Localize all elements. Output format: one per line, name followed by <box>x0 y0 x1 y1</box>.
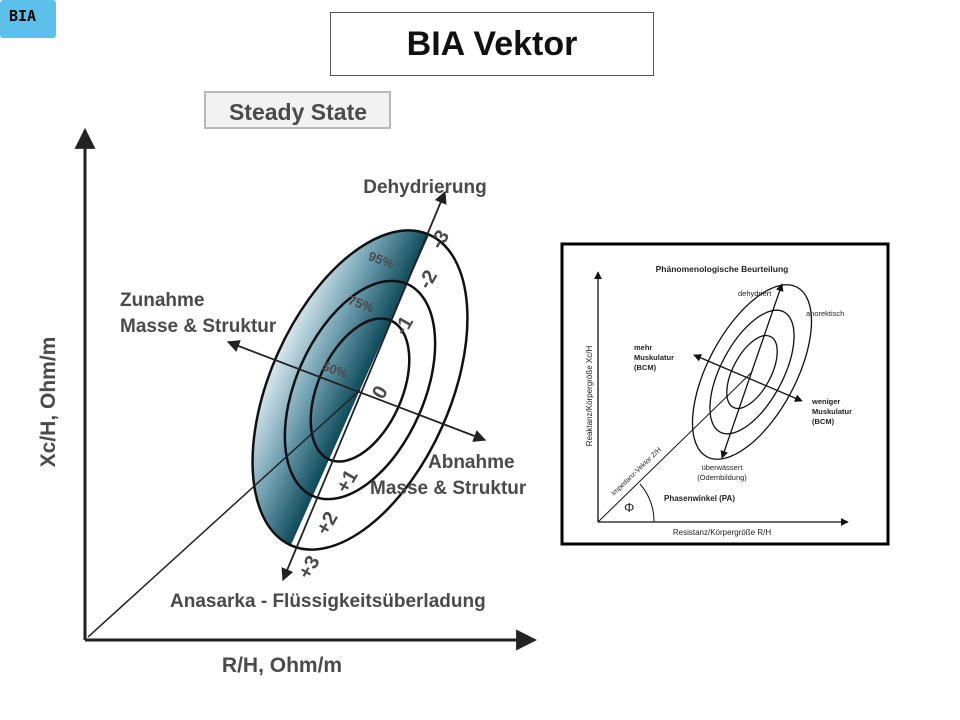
bia-tag-label: BIA <box>9 7 37 25</box>
less-muscle-line2: Muskulatur <box>812 407 852 416</box>
scale-plus-2: +2 <box>312 508 342 539</box>
title-box: BIA Vektor <box>330 12 654 76</box>
steady-state-label: Steady State <box>229 99 367 125</box>
right-y-axis-label: Reaktanz/Körpergröße Xc/H <box>585 346 594 447</box>
less-muscle-line1: weniger <box>811 397 840 406</box>
more-muscle-line1: mehr <box>634 343 652 352</box>
anorectic-label: anorektisch <box>806 309 844 318</box>
scale-minus-2: -2 <box>414 266 442 292</box>
anasarka-label: Anasarka - Flüssigkeitsüberladung <box>170 591 486 612</box>
more-muscle-line2: Muskulatur <box>634 353 674 362</box>
less-muscle-line3: (BCM) <box>812 417 835 426</box>
right-x-axis-label: Resistanz/Körpergröße R/H <box>673 528 771 537</box>
steady-state-box <box>204 91 391 129</box>
dehydration-label: Dehydrierung <box>363 177 487 198</box>
overhydrated-line1: überwässert <box>702 463 744 472</box>
gain-label-line1: Zunahme <box>120 290 204 311</box>
phi-symbol: Φ <box>624 500 634 515</box>
scale-minus-1: -1 <box>390 312 418 338</box>
scale-zero: 0 <box>368 382 393 403</box>
right-diagram: Phänomenologische Beurteilung Reaktanz/K… <box>560 242 890 546</box>
scale-minus-3: -3 <box>426 226 454 252</box>
dehydrated-label: dehydriert <box>738 289 772 298</box>
loss-label-line1: Abnahme <box>428 452 515 473</box>
mass-structure-axis <box>226 340 487 442</box>
phase-angle-arc <box>639 483 655 523</box>
overhydrated-line2: (Ödembildung) <box>697 473 747 482</box>
gain-label-line2: Masse & Struktur <box>120 316 277 337</box>
phase-angle-label: Phasenwinkel (PA) <box>664 494 735 503</box>
page-title: BIA Vektor <box>406 24 578 63</box>
left-diagram: Steady State Xc/H, Ohm/m R/H, Ohm/m Dehy… <box>37 91 538 677</box>
right-muscle-axis <box>693 354 803 402</box>
scale-plus-1: +1 <box>332 466 362 497</box>
x-axis-label: R/H, Ohm/m <box>222 654 342 677</box>
right-title: Phänomenologische Beurteilung <box>656 264 789 274</box>
scale-plus-3: +3 <box>294 552 324 583</box>
loss-label-line2: Masse & Struktur <box>370 478 527 499</box>
y-axis-label: Xc/H, Ohm/m <box>37 337 60 468</box>
more-muscle-line3: (BCM) <box>634 363 657 372</box>
bia-tag: BIA <box>0 0 56 38</box>
